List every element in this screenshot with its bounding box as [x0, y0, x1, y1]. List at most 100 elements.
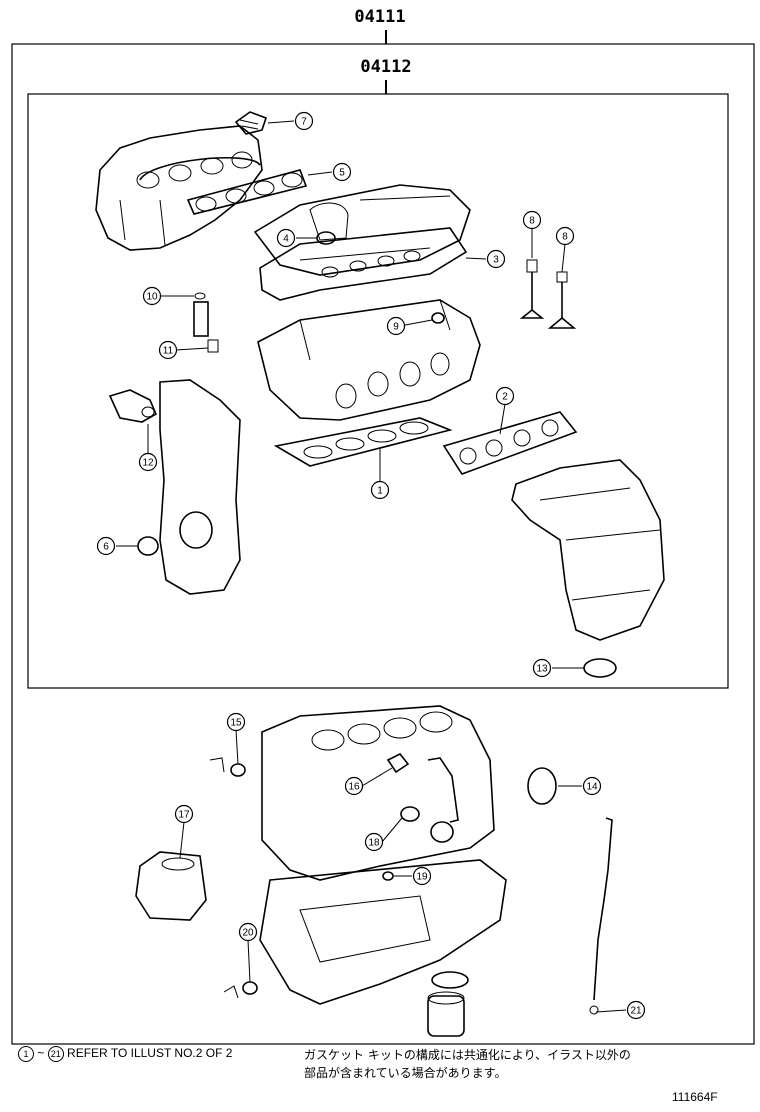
callout-number: 11	[163, 346, 174, 357]
callout-11: 11	[158, 340, 178, 360]
jp-note-line2: 部品が含まれている場合があります。	[304, 1066, 507, 1080]
callout-13: 13	[532, 658, 552, 678]
leader-lines	[116, 120, 627, 1013]
intake-manifold	[95, 125, 263, 251]
callout-circle	[532, 658, 552, 678]
callout-19: 19	[412, 866, 432, 886]
oil-filter-union	[430, 821, 454, 843]
callout-number: 18	[368, 838, 380, 849]
callout-number: 1	[377, 486, 383, 497]
oil-filler-cap	[234, 111, 268, 135]
callout-number: 8	[529, 216, 535, 227]
water-inlet	[108, 389, 158, 423]
callout-16: 16	[344, 776, 364, 796]
crank-rear-oil-seal	[527, 767, 557, 805]
callout-number: 6	[103, 542, 109, 553]
callout-6: 6	[96, 536, 116, 556]
cylinder-head-gasket	[273, 417, 453, 467]
inner-kit-code: 04112	[360, 57, 411, 77]
callout-circle	[555, 226, 575, 246]
range-tilde: ~	[37, 1046, 45, 1060]
callout-12: 12	[138, 452, 158, 472]
inner-kit-frame	[27, 93, 729, 689]
callout-circle	[174, 804, 194, 824]
fuel-injector	[193, 292, 219, 353]
jp-note-line1: ガスケット キットの構成には共通化により、イラスト以外の	[304, 1048, 631, 1062]
callout-number: 19	[416, 872, 428, 883]
callout-15: 15	[226, 712, 246, 732]
illustration-id: 111664F	[672, 1090, 718, 1104]
callout-circle	[486, 249, 506, 269]
callout-3: 3	[486, 249, 506, 269]
callout-number: 15	[230, 718, 242, 729]
callout-17: 17	[174, 804, 194, 824]
callout-circle	[582, 776, 602, 796]
callout-number: 7	[301, 117, 307, 128]
callout-number: 3	[493, 255, 499, 266]
oil-pan	[259, 859, 507, 1005]
callout-circle	[495, 386, 515, 406]
water-outlet-gasket	[386, 752, 410, 774]
drain-plug-upper	[209, 757, 246, 777]
oil-level-gauge	[589, 817, 613, 1015]
front-crank-seal	[137, 536, 159, 556]
callout-number: 21	[630, 1006, 642, 1017]
callout-number: 12	[142, 458, 154, 469]
callout-2: 2	[495, 386, 515, 406]
range-end-circle: 21	[47, 1046, 64, 1062]
timing-chain-cover	[159, 379, 241, 595]
callout-number: 17	[178, 810, 190, 821]
callout-7: 7	[294, 111, 314, 131]
callout-1: 1	[370, 480, 390, 500]
exhaust-manifold-gasket	[442, 411, 578, 475]
exhaust-manifold	[511, 459, 665, 641]
callout-number: 8	[562, 232, 568, 243]
exhaust-valve	[547, 271, 577, 329]
callout-circle	[386, 316, 406, 336]
valve-cover-gasket	[259, 227, 468, 301]
callout-4: 4	[276, 228, 296, 248]
intake-gasket	[186, 169, 308, 215]
water-bypass-pipe	[427, 757, 459, 823]
callout-circle	[364, 832, 384, 852]
callout-circle	[96, 536, 116, 556]
callout-circle	[412, 866, 432, 886]
callout-number: 13	[536, 664, 548, 675]
callout-circle	[226, 712, 246, 732]
oil-strainer-gasket	[382, 871, 394, 881]
callout-18: 18	[364, 832, 384, 852]
callout-number: 20	[242, 928, 254, 939]
callout-8: 8	[555, 226, 575, 246]
range-start-circle: 1	[18, 1046, 34, 1062]
water-pump-seal	[400, 806, 420, 822]
range-note: 1 ~ 21 REFER TO ILLUST NO.2 OF 2	[18, 1046, 232, 1062]
callout-circle	[294, 111, 314, 131]
oil-pump-gasket	[135, 851, 207, 921]
callout-circle	[238, 922, 258, 942]
outer-kit-code: 04111	[354, 7, 405, 27]
callout-20: 20	[238, 922, 258, 942]
callout-number: 9	[393, 322, 399, 333]
callout-circle	[142, 286, 162, 306]
callout-circle	[276, 228, 296, 248]
callout-number: 5	[339, 168, 345, 179]
spark-plug-tube-seal	[431, 312, 445, 324]
valve-cover	[253, 184, 471, 276]
callout-circle	[626, 1000, 646, 1020]
refer-text: REFER TO ILLUST NO.2 OF 2	[67, 1046, 233, 1060]
callout-10: 10	[142, 286, 162, 306]
callout-number: 14	[586, 782, 598, 793]
callout-8: 8	[522, 210, 542, 230]
callout-circle	[370, 480, 390, 500]
intake-valve	[519, 259, 545, 319]
callout-circle	[522, 210, 542, 230]
callout-14: 14	[582, 776, 602, 796]
oil-pan-drain-plug	[223, 981, 258, 999]
callout-number: 4	[283, 234, 289, 245]
callout-number: 2	[502, 392, 508, 403]
callout-circle	[158, 340, 178, 360]
callout-5: 5	[332, 162, 352, 182]
